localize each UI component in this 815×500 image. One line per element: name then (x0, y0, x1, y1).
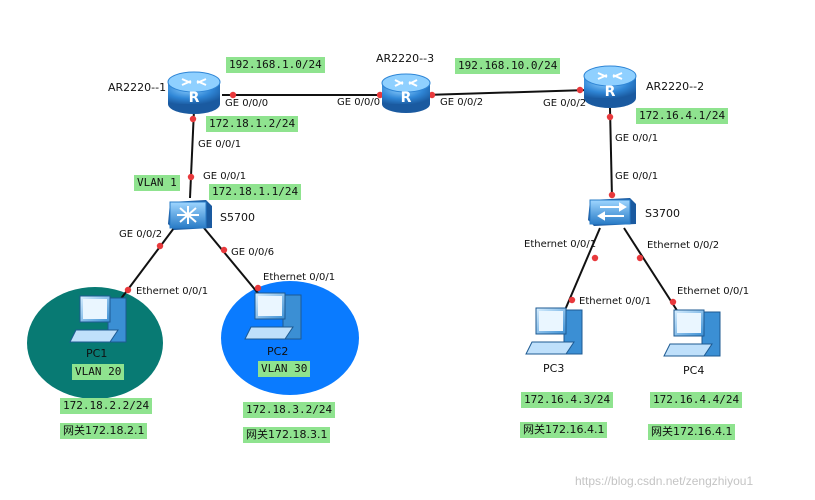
port-dot (189, 115, 197, 123)
port-dot (376, 91, 384, 99)
port-label: Ethernet 0/0/1 (524, 239, 597, 250)
port-label: GE 0/0/1 (198, 139, 242, 150)
port-label: GE 0/0/2 (543, 98, 587, 109)
ip-tag: 172.16.4.4/24 (650, 392, 743, 408)
gateway-tag: 网关172.18.3.1 (243, 427, 331, 443)
port-dot (636, 254, 644, 262)
port-dot (124, 286, 132, 294)
port-label: GE 0/0/1 (615, 133, 659, 144)
vlan-tag: VLAN 1 (134, 175, 180, 191)
ip-tag: 172.18.3.2/24 (243, 402, 336, 418)
port-dot (576, 86, 584, 94)
svg-text:R: R (189, 90, 200, 106)
vlan-tag: VLAN 20 (72, 364, 125, 380)
pc-icon[interactable] (244, 292, 302, 340)
ip-tag: 172.18.1.2/24 (206, 116, 299, 132)
port-dot (568, 296, 576, 304)
switch-name-s5700: S5700 (220, 211, 255, 224)
pc-icon[interactable] (525, 307, 583, 355)
port-label: Ethernet 0/0/1 (263, 272, 336, 283)
router-name-ar1: AR2220--1 (108, 81, 167, 94)
link-s3700-pc3 (564, 227, 601, 311)
pc-name-pc2: PC2 (267, 345, 289, 358)
pc-icon[interactable] (663, 309, 721, 357)
svg-text:R: R (605, 84, 616, 100)
port-dot (187, 173, 195, 181)
port-dot (591, 254, 599, 262)
port-label: GE 0/0/1 (615, 171, 659, 182)
ip-tag: 172.18.2.2/24 (60, 398, 153, 414)
router-name-ar2: AR2220--2 (646, 80, 705, 93)
port-dot (220, 246, 228, 254)
port-label: GE 0/0/0 (337, 97, 381, 108)
svg-text:R: R (401, 90, 412, 106)
port-label: Ethernet 0/0/1 (136, 286, 209, 297)
gateway-tag: 网关172.16.4.1 (648, 424, 736, 440)
router-icon[interactable]: R (167, 71, 221, 114)
ip-tag: 172.16.4.1/24 (636, 108, 729, 124)
network-tag: 192.168.10.0/24 (455, 58, 561, 74)
link-ar3-ar2 (424, 89, 589, 96)
port-label: GE 0/0/1 (203, 171, 247, 182)
port-label: GE 0/0/2 (119, 229, 163, 240)
port-label: Ethernet 0/0/1 (677, 286, 750, 297)
port-dot (669, 298, 677, 306)
port-dot (156, 242, 164, 250)
link-s5700-pc2 (203, 227, 263, 299)
pc-name-pc4: PC4 (683, 364, 705, 377)
port-dot (428, 91, 436, 99)
port-label: Ethernet 0/0/2 (647, 240, 720, 251)
port-dot (254, 284, 262, 292)
port-dot (608, 191, 616, 199)
pc-icon[interactable] (69, 295, 127, 343)
switch-name-s3700: S3700 (645, 207, 680, 220)
link-s3700-pc4 (623, 227, 679, 313)
router-icon[interactable]: R (381, 73, 431, 113)
pc-name-pc1: PC1 (86, 347, 108, 360)
switch-icon[interactable] (588, 198, 636, 226)
pc-name-pc3: PC3 (543, 362, 565, 375)
network-tag: 192.168.1.0/24 (226, 57, 325, 73)
link-ar2-s3700 (609, 107, 613, 199)
router-icon[interactable]: R (583, 65, 637, 108)
link-ar1-s5700 (189, 109, 195, 199)
ip-tag: 172.16.4.3/24 (521, 392, 614, 408)
switch-icon[interactable] (168, 200, 212, 230)
watermark: https://blog.csdn.net/zengzhiyou1 (575, 474, 754, 488)
port-label: GE 0/0/2 (440, 97, 484, 108)
router-name-ar3: AR2220--3 (376, 52, 435, 65)
port-label: GE 0/0/6 (231, 247, 275, 258)
port-label: Ethernet 0/0/1 (579, 296, 652, 307)
port-dot (229, 91, 237, 99)
vlan20-area (27, 287, 163, 399)
port-dot (606, 113, 614, 121)
gateway-tag: 网关172.18.2.1 (60, 423, 148, 439)
vlan-tag: VLAN 30 (258, 361, 311, 377)
gateway-tag: 网关172.16.4.1 (520, 422, 608, 438)
ip-tag: 172.18.1.1/24 (209, 184, 302, 200)
port-label: GE 0/0/0 (225, 98, 269, 109)
